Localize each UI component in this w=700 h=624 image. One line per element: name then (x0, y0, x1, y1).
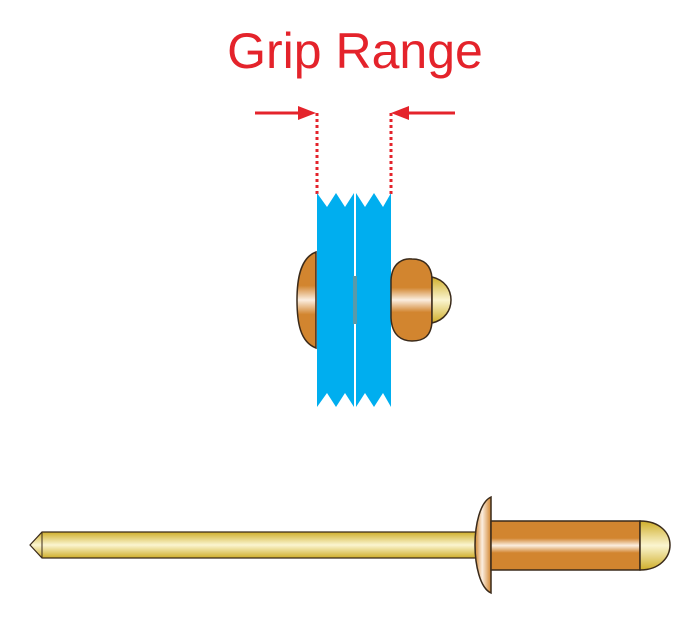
rivet-body-through-hole (353, 276, 357, 324)
right-arrow (391, 106, 455, 120)
mandrel-shaft (29, 531, 477, 559)
title-grip-range: Grip Range (227, 23, 483, 79)
material-sheet-left (317, 193, 354, 407)
rivet-body (490, 520, 641, 571)
rivet-factory-head (296, 250, 317, 350)
rivet-flange-head (474, 495, 492, 595)
mandrel-head (639, 520, 671, 571)
material-sheet-right (356, 193, 391, 407)
left-arrow (255, 106, 316, 120)
blind-rivet-assembly (29, 495, 671, 595)
rivet-upset-bulb (390, 258, 433, 342)
mandrel-head-tip (431, 276, 452, 324)
